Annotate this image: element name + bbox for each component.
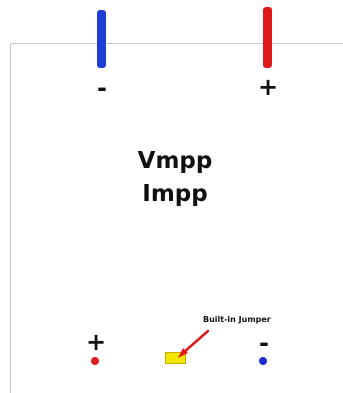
- negative-lead-wire: [97, 10, 106, 68]
- top-negative-sign: -: [97, 74, 107, 102]
- positive-lead-wire: [263, 7, 272, 68]
- jumper-arrow-head: [178, 348, 188, 358]
- module-panel: [10, 43, 343, 393]
- positive-terminal-dot: [91, 357, 99, 365]
- jumper-label: Built-in Jumper: [203, 315, 271, 324]
- jumper-arrow-line: [181, 329, 210, 355]
- negative-terminal-dot: [259, 357, 267, 365]
- bottom-negative-sign: -: [259, 329, 269, 357]
- impp-label: Impp: [142, 181, 208, 207]
- jumper-arrow: [178, 329, 210, 358]
- bottom-positive-sign: +: [85, 328, 107, 356]
- vmpp-label: Vmpp: [137, 148, 213, 174]
- top-positive-sign: +: [258, 73, 279, 101]
